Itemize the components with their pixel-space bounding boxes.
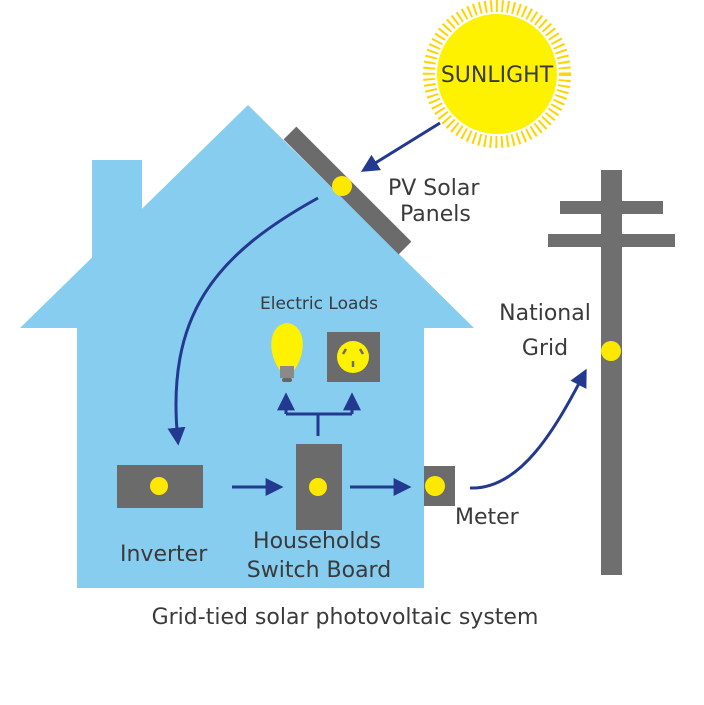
- meter-to-grid-arrow: [469, 368, 587, 490]
- pv-panel-connection-dot: [332, 176, 352, 196]
- power-outlet-icon: [327, 332, 380, 382]
- panel-to-inverter-arrow: [167, 196, 319, 446]
- switch-board-label-line2: Switch Board: [247, 558, 391, 583]
- meter-label: Meter: [455, 505, 520, 530]
- grid-connection-dot: [601, 341, 621, 361]
- diagram-caption: Grid-tied solar photovoltaic system: [152, 605, 539, 630]
- electric-loads-label: Electric Loads: [260, 294, 378, 314]
- loads-arrows: [277, 392, 361, 436]
- sunlight-arrow: [360, 121, 441, 172]
- utility-pole: [548, 170, 675, 575]
- pv-label-line1: PV Solar: [388, 176, 480, 201]
- national-grid-label-line1: National: [499, 301, 591, 326]
- meter-dot: [425, 476, 445, 496]
- national-grid-label-line2: Grid: [522, 336, 568, 361]
- inverter-label: Inverter: [120, 542, 208, 567]
- house-roof: [20, 105, 474, 328]
- sunlight-label: SUNLIGHT: [441, 63, 554, 88]
- switch-board-label-line1: Households: [253, 529, 381, 554]
- sun-icon: [423, 0, 571, 148]
- light-bulb-icon: [271, 323, 303, 382]
- switch-board-dot: [309, 478, 327, 496]
- pv-label-line2: Panels: [400, 202, 471, 227]
- inverter-dot: [150, 477, 168, 495]
